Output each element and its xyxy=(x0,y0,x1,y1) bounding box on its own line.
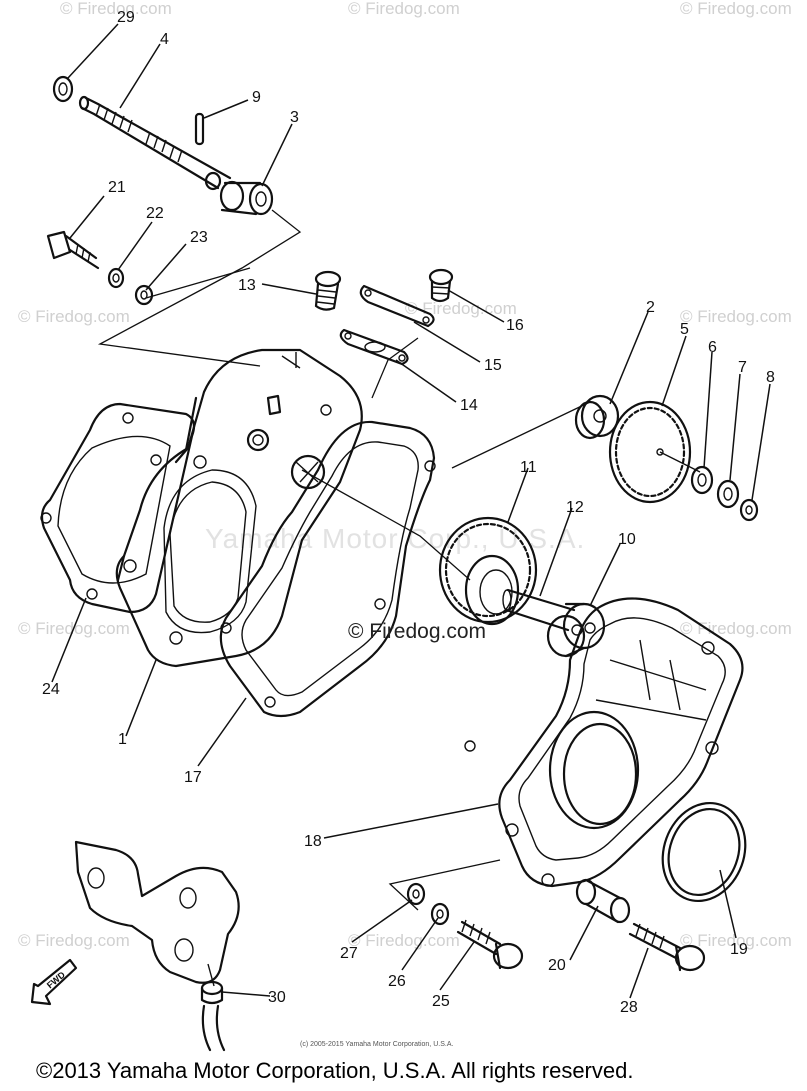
gasket-15 xyxy=(359,284,435,328)
callout-3: 3 xyxy=(290,109,299,126)
callout-25: 25 xyxy=(432,993,450,1010)
watermark: © Firedog.com xyxy=(680,931,792,950)
callout-4: 4 xyxy=(160,31,169,48)
callout-24: 24 xyxy=(42,681,60,698)
callout-12: 12 xyxy=(566,499,584,516)
bolt-25 xyxy=(456,919,524,970)
callout-13: 13 xyxy=(238,277,256,294)
cover-18 xyxy=(464,597,744,888)
o-ring-19 xyxy=(661,801,747,903)
screw-13 xyxy=(314,270,342,311)
shaft-assembly xyxy=(46,75,274,306)
washers-6-7-8 xyxy=(690,465,759,522)
gear-5 xyxy=(608,400,701,504)
fitting-30 xyxy=(200,980,226,1052)
bearing-10 xyxy=(546,602,606,658)
callout-11: 11 xyxy=(520,459,537,476)
watermark: © Firedog.com xyxy=(60,0,172,18)
callout-27: 27 xyxy=(340,945,358,962)
callout-20: 20 xyxy=(548,957,566,974)
callout-1: 1 xyxy=(118,731,127,748)
callout-2: 2 xyxy=(646,299,655,316)
intake-elbow xyxy=(74,840,240,987)
collar-20 xyxy=(575,878,631,924)
callout-10: 10 xyxy=(618,531,636,548)
callout-8: 8 xyxy=(766,369,775,386)
small-copyright: (c) 2005-2015 Yamaha Motor Corporation, … xyxy=(300,1041,453,1048)
callout-19: 19 xyxy=(730,941,748,958)
center-watermark: © Firedog.com xyxy=(348,620,486,643)
callout-21: 21 xyxy=(108,179,126,196)
callout-23: 23 xyxy=(190,229,208,246)
watermark: © Firedog.com xyxy=(680,307,792,326)
bearing-2 xyxy=(574,394,620,440)
callout-9: 9 xyxy=(252,89,261,106)
watermark: © Firedog.com xyxy=(348,0,460,18)
callout-22: 22 xyxy=(146,205,164,222)
watermark: © Firedog.com xyxy=(680,619,792,638)
callout-17: 17 xyxy=(184,769,202,786)
callout-16: 16 xyxy=(506,317,524,334)
washer-26 xyxy=(430,902,450,926)
callout-14: 14 xyxy=(460,397,478,414)
watermark: © Firedog.com xyxy=(348,931,460,950)
callout-28: 28 xyxy=(620,999,638,1016)
screw-16 xyxy=(428,268,454,303)
washer-27 xyxy=(406,882,426,906)
callout-5: 5 xyxy=(680,321,689,338)
callout-15: 15 xyxy=(484,357,502,374)
callout-6: 6 xyxy=(708,339,717,356)
callout-layer: 29 4 9 3 21 22 23 13 16 15 14 2 5 6 7 8 … xyxy=(42,9,775,1016)
callout-7: 7 xyxy=(738,359,747,376)
callout-30: 30 xyxy=(268,989,286,1006)
fwd-arrow: FWD xyxy=(30,958,78,1006)
housing-1 xyxy=(115,348,363,668)
watermark: © Firedog.com xyxy=(680,0,792,18)
gasket-14 xyxy=(339,328,409,366)
gasket-17 xyxy=(219,420,436,718)
shaft-12 xyxy=(502,588,576,632)
watermark-layer: © Firedog.com © Firedog.com © Firedog.co… xyxy=(18,0,792,950)
bolt-28 xyxy=(628,922,706,972)
company-watermark: Yamaha Motor Corp., U.S.A. xyxy=(205,523,585,554)
watermark: © Firedog.com xyxy=(18,931,130,950)
assembly-lines xyxy=(97,209,591,911)
callout-18: 18 xyxy=(304,833,322,850)
leader-lines xyxy=(51,23,771,999)
callout-29: 29 xyxy=(117,9,135,26)
watermark: © Firedog.com xyxy=(405,299,517,318)
callout-26: 26 xyxy=(388,973,406,990)
copyright-notice: ©2013 Yamaha Motor Corporation, U.S.A. A… xyxy=(36,1058,633,1083)
watermark: © Firedog.com xyxy=(18,307,130,326)
